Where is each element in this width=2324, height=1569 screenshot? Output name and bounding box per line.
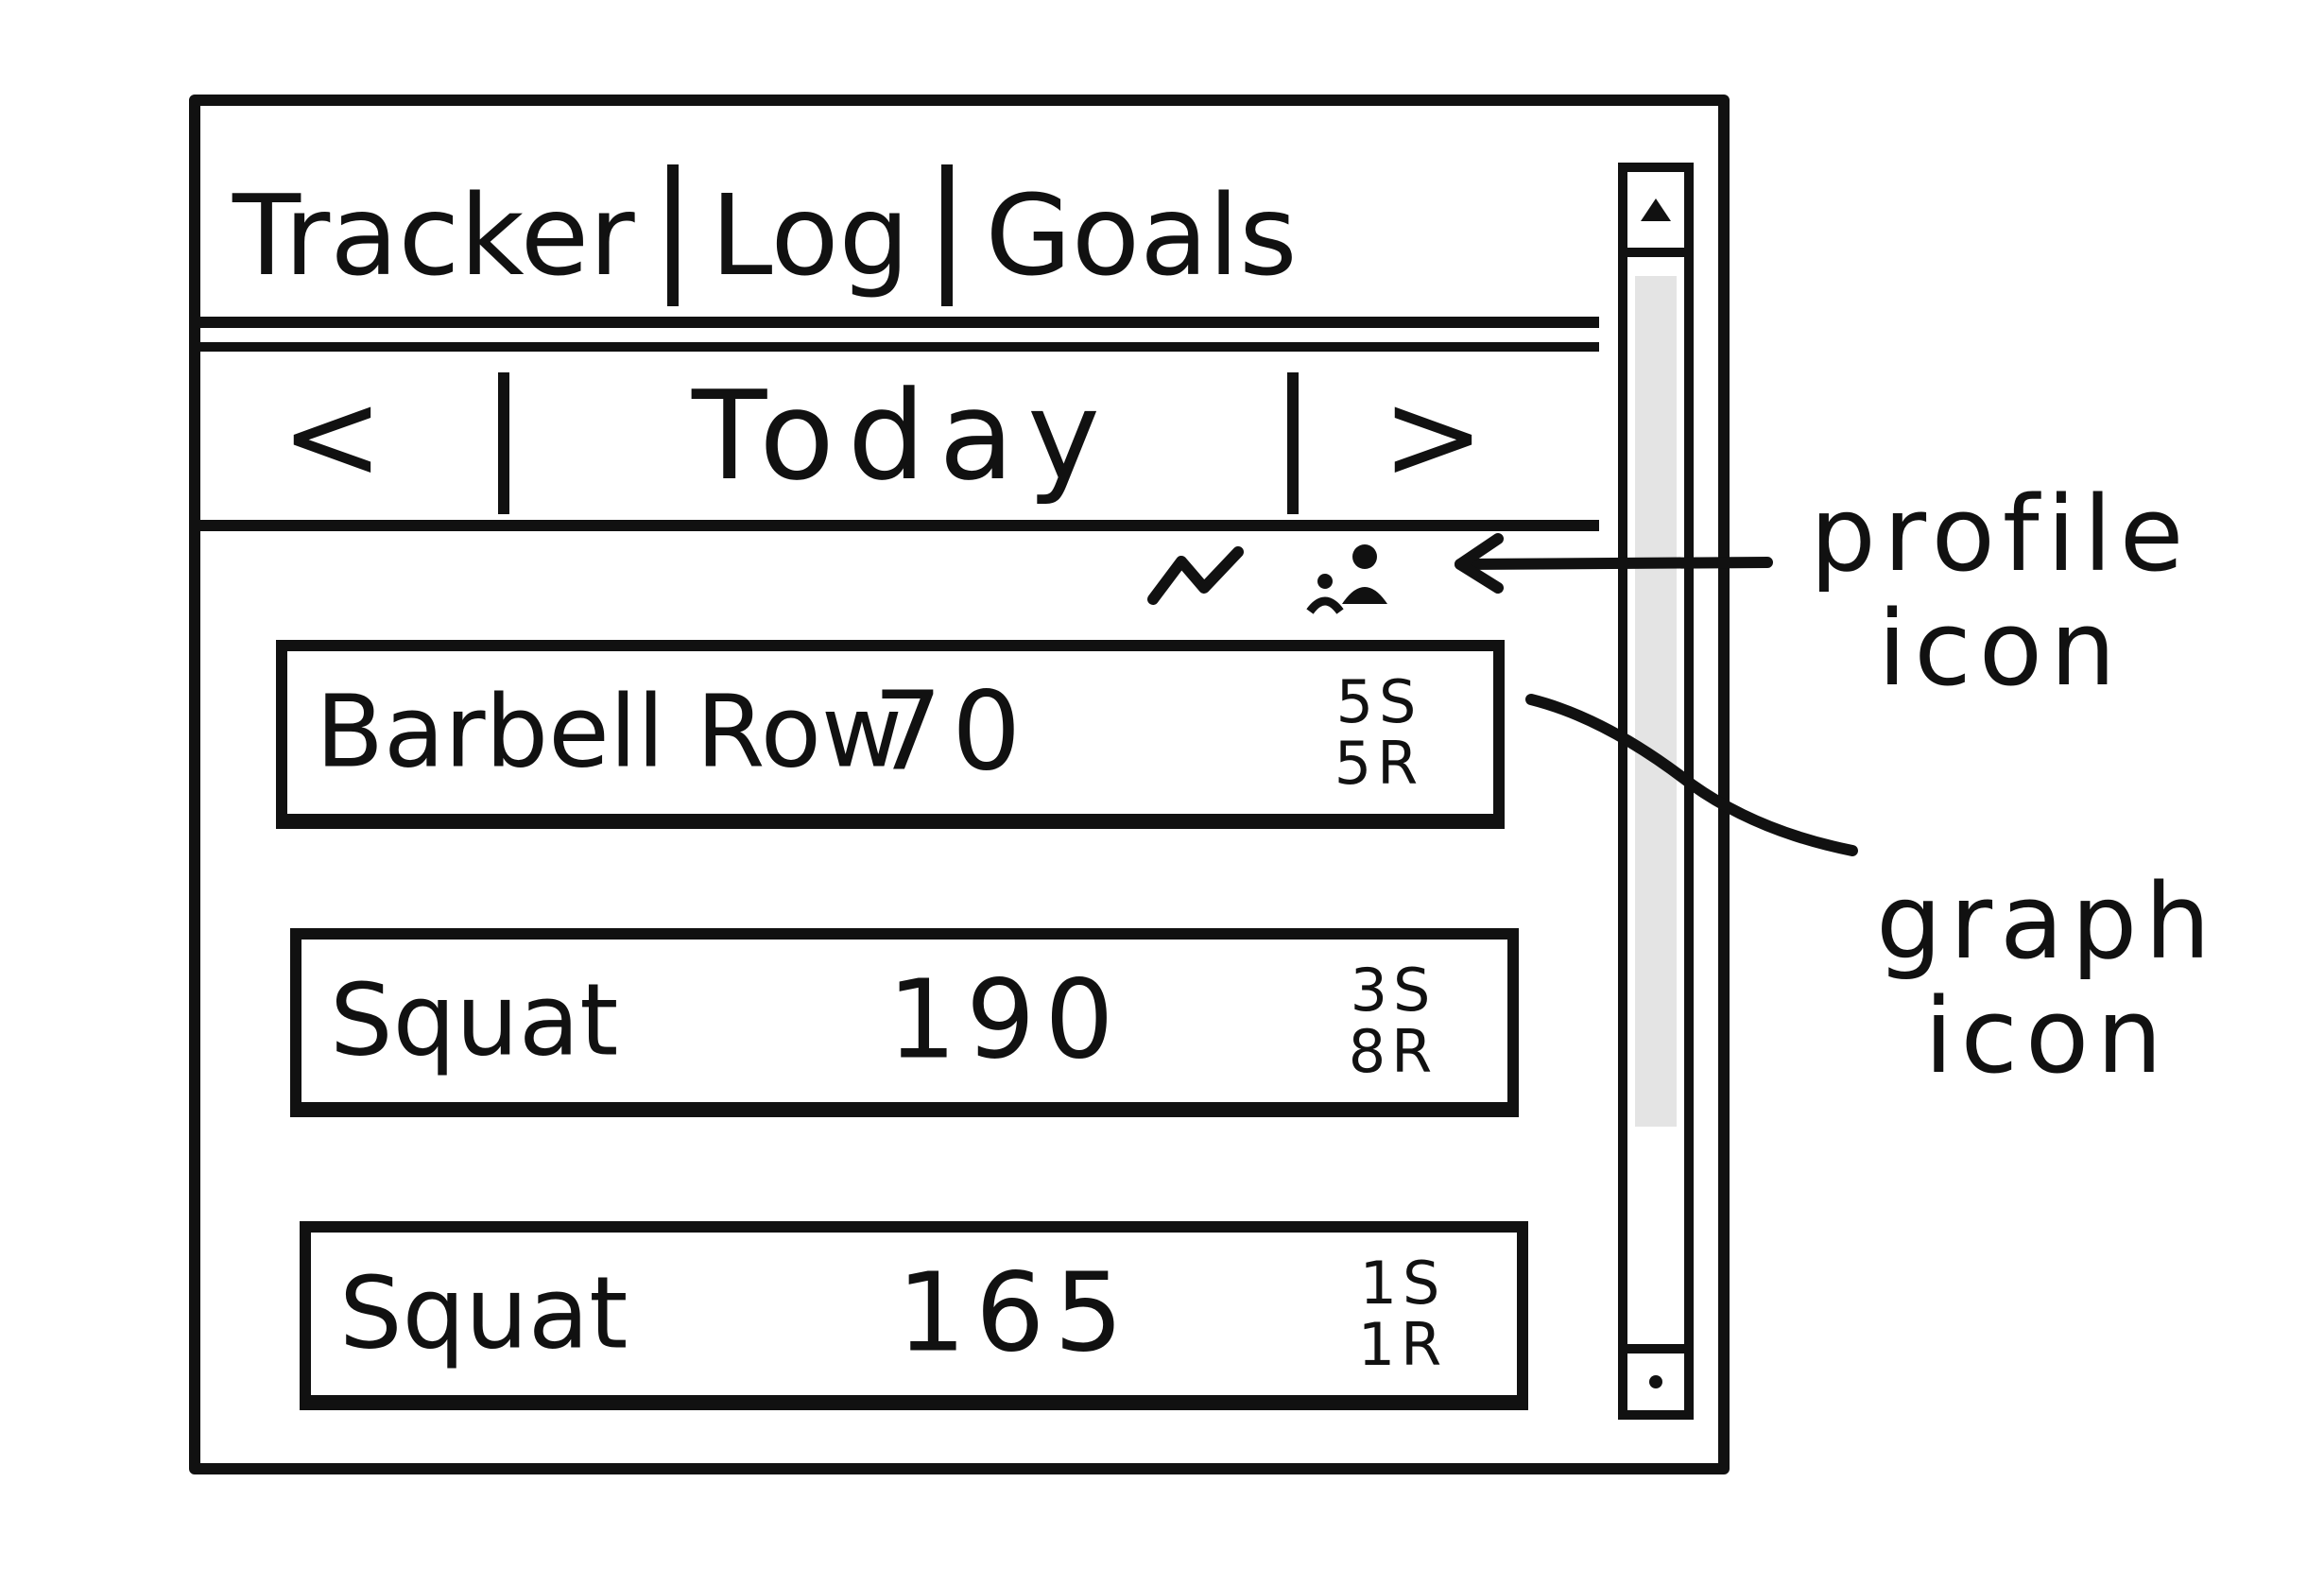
exercise-sets: 1S — [1359, 1248, 1446, 1318]
annotation-line: icon — [1877, 588, 2124, 709]
graph-icon[interactable] — [1145, 541, 1249, 616]
app-frame: Tracker Log Goals < Today > Barbell Row … — [189, 95, 1730, 1474]
sets-reps: 3S 8R — [1332, 959, 1455, 1082]
scroll-down-button[interactable] — [1627, 1344, 1684, 1410]
exercise-row[interactable]: Squat 165 1S 1R — [300, 1221, 1528, 1410]
exercise-reps: 8R — [1348, 1017, 1438, 1086]
exercise-row[interactable]: Barbell Row 70 5S 5R — [276, 640, 1505, 829]
profile-icon[interactable] — [1287, 536, 1401, 621]
sets-reps: 5S 5R — [1317, 671, 1440, 794]
exercise-name: Squat — [330, 962, 619, 1078]
exercise-name: Barbell Row — [316, 674, 903, 790]
tab-divider — [666, 164, 679, 306]
exercise-sets: 3S — [1350, 955, 1437, 1025]
exercise-weight: 165 — [897, 1250, 1133, 1377]
tab-tracker[interactable]: Tracker — [232, 169, 635, 301]
tab-divider — [941, 164, 954, 306]
exercise-row[interactable]: Squat 190 3S 8R — [290, 928, 1519, 1117]
nav-divider — [1287, 372, 1299, 514]
exercise-reps: 1R — [1357, 1310, 1448, 1379]
exercise-weight: 70 — [873, 668, 1031, 796]
previous-day-button[interactable]: < — [281, 364, 384, 508]
profile-icon-annotation: profile icon — [1810, 477, 2191, 706]
tab-bar: Tracker Log Goals — [200, 153, 1599, 328]
tab-goals[interactable]: Goals — [985, 169, 1298, 301]
sets-reps: 1S 1R — [1341, 1252, 1464, 1375]
scroll-thumb[interactable] — [1635, 276, 1677, 1127]
annotation-line: graph — [1876, 861, 2218, 982]
current-date-label: Today — [692, 364, 1113, 508]
annotation-line: profile — [1810, 474, 2192, 595]
annotation-line: icon — [1923, 975, 2171, 1096]
scrollbar[interactable] — [1618, 163, 1694, 1420]
date-navigation: < Today > — [200, 342, 1599, 531]
exercise-name: Squat — [339, 1255, 628, 1371]
next-day-button[interactable]: > — [1382, 364, 1485, 508]
scroll-up-button[interactable] — [1627, 172, 1684, 257]
exercise-sets: 5S — [1335, 666, 1422, 736]
exercise-weight: 190 — [887, 957, 1124, 1084]
tab-log[interactable]: Log — [710, 169, 910, 301]
graph-icon-annotation: graph icon — [1876, 865, 2218, 1094]
nav-divider — [498, 372, 509, 514]
exercise-reps: 5R — [1334, 729, 1424, 798]
